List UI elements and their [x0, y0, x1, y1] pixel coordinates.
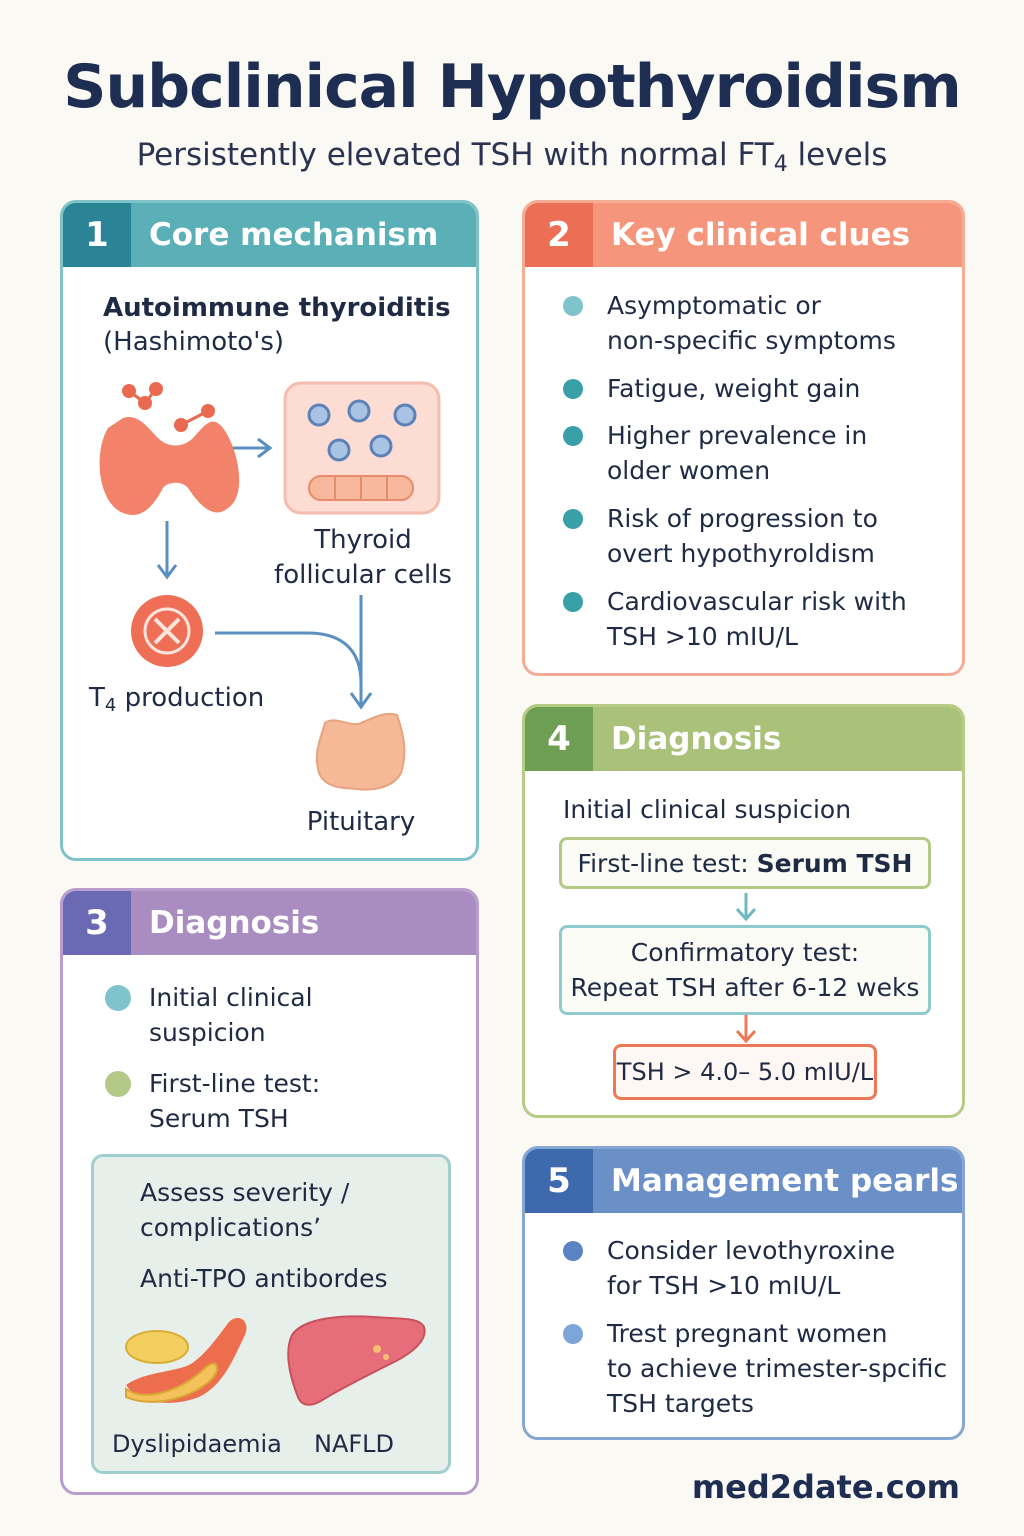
clue-item: Risk of progression to overt hypothyrold…	[563, 501, 878, 571]
follicular-cells-icon	[283, 381, 441, 515]
diagnosis-text: Initial clinical suspicion	[149, 983, 313, 1047]
tsh-threshold-box: TSH > 4.0– 5.0 mIU/L	[613, 1044, 877, 1100]
thyroid-icon	[99, 382, 240, 515]
subtitle-subscript: 4	[773, 152, 788, 177]
mechanism-heading: Autoimmune thyroiditis	[103, 293, 451, 323]
pearl-text: Trest pregnant women to achieve trimeste…	[607, 1319, 948, 1418]
pearl-text: Consider levothyroxine for TSH >10 mIU/L	[607, 1236, 896, 1300]
assess-line-1: Assess severity /	[140, 1178, 350, 1207]
subtitle-end: levels	[787, 137, 888, 173]
t4-production: production	[116, 683, 265, 713]
bullet-dot	[563, 592, 583, 612]
first-line-test-box: First-line test: Serum TSH	[559, 837, 931, 889]
clue-item: Fatigue, weight gain	[563, 371, 860, 406]
clue-text: Risk of progression to overt hypothyrold…	[607, 504, 878, 568]
card-core-mechanism: 1 Core mechanism Autoimmune thyroiditis …	[60, 200, 479, 861]
page-subtitle: Persistently elevated TSH with normal FT…	[0, 137, 1024, 177]
card-diagnosis-4: 4 Diagnosis Initial clinical suspicion F…	[522, 704, 965, 1118]
first-line-test: Serum TSH	[756, 848, 913, 878]
liver-icon	[287, 1315, 426, 1406]
blocked-icon	[131, 595, 203, 667]
card-clinical-clues: 2 Key clinical clues Asymptomatic or non…	[522, 200, 965, 676]
clue-text: Cardiovascular risk with TSH >10 mIU/L	[607, 587, 907, 651]
bullet-dot	[563, 379, 583, 399]
page-title: Subclinical Hypothyroidism	[63, 52, 962, 122]
bullet-dot	[563, 1324, 583, 1344]
clue-item: Asymptomatic or non-specific symptoms	[563, 288, 896, 358]
site-footer: med2date.com	[691, 1468, 960, 1506]
fat-deposit-icon	[125, 1317, 247, 1403]
card-number: 4	[525, 707, 593, 771]
clue-item: Higher prevalence in older women	[563, 418, 867, 488]
card-header: 5 Management pearls	[525, 1149, 962, 1213]
assess-line-2: complicationsʼ	[140, 1213, 322, 1242]
diagnosis-item: First-line test: Serum TSH	[105, 1066, 320, 1136]
mechanism-subheading: (Hashimoto's)	[103, 327, 285, 357]
card-title: Core mechanism	[149, 217, 439, 253]
clue-text: Fatigue, weight gain	[607, 374, 861, 403]
follicular-label-1: Thyroid	[314, 525, 412, 555]
assessment-panel: Assess severity / complicationsʼ Anti-TP…	[91, 1154, 451, 1474]
follicular-label-2: follicular cells	[274, 560, 452, 590]
first-line-prefix: First-line test:	[577, 848, 757, 878]
t4-label: T4 production	[89, 681, 264, 723]
subtitle-text: Persistently elevated TSH with normal FT	[136, 137, 774, 173]
confirm-line-2: Repeat TSH after 6-12 weks	[570, 973, 920, 1002]
pituitary-label: Pituitary	[306, 807, 416, 837]
t4-subscript: 4	[104, 695, 117, 716]
card-header: 3 Diagnosis	[63, 891, 476, 955]
antibody-line: Anti-TPO antibordes	[140, 1264, 388, 1293]
t4-symbol: T	[89, 683, 105, 713]
bullet-dot	[563, 426, 583, 446]
bullet-dot	[563, 1241, 583, 1261]
clue-text: Higher prevalence in older women	[607, 421, 868, 485]
diagnosis-text: First-line test: Serum TSH	[149, 1069, 321, 1133]
card-diagnosis-3: 3 Diagnosis Initial clinical suspicion F…	[60, 888, 479, 1495]
card-number: 1	[63, 203, 131, 267]
organ-label-nafld: NAFLD	[314, 1430, 395, 1458]
clue-item: Cardiovascular risk with TSH >10 mIU/L	[563, 584, 907, 654]
card-header: 4 Diagnosis	[525, 707, 962, 771]
bullet-dot	[563, 296, 583, 316]
bullet-dot	[563, 509, 583, 529]
confirmatory-test-box: Confirmatory test: Repeat TSH after 6-12…	[559, 925, 931, 1015]
card-title: Management pearls	[611, 1163, 959, 1199]
card-number: 3	[63, 891, 131, 955]
card-number: 2	[525, 203, 593, 267]
card-number: 5	[525, 1149, 593, 1213]
diagnosis-intro: Initial clinical suspicion	[563, 795, 852, 824]
card-title: Diagnosis	[611, 721, 782, 757]
card-management: 5 Management pearls Consider levothyroxi…	[522, 1146, 965, 1440]
confirm-line-1: Confirmatory test:	[630, 938, 860, 967]
card-header: 2 Key clinical clues	[525, 203, 962, 267]
card-title: Diagnosis	[149, 905, 320, 941]
mechanism-diagram	[99, 381, 441, 791]
pearl-item: Trest pregnant women to achieve trimeste…	[563, 1316, 947, 1421]
card-header: 1 Core mechanism	[63, 203, 476, 267]
bullet-dot	[105, 1071, 131, 1097]
clue-text: Asymptomatic or non-specific symptoms	[607, 291, 896, 355]
card-title: Key clinical clues	[611, 217, 911, 253]
organ-label-dyslipidaemia: Dyslipidaemia	[112, 1430, 282, 1458]
pituitary-icon	[315, 712, 406, 791]
pearl-item: Consider levothyroxine for TSH >10 mIU/L	[563, 1233, 895, 1303]
diagnosis-item: Initial clinical suspicion	[105, 980, 313, 1050]
diagnosis-arrows	[735, 893, 757, 1044]
organ-illustrations	[125, 1315, 426, 1406]
bullet-dot	[105, 985, 131, 1011]
